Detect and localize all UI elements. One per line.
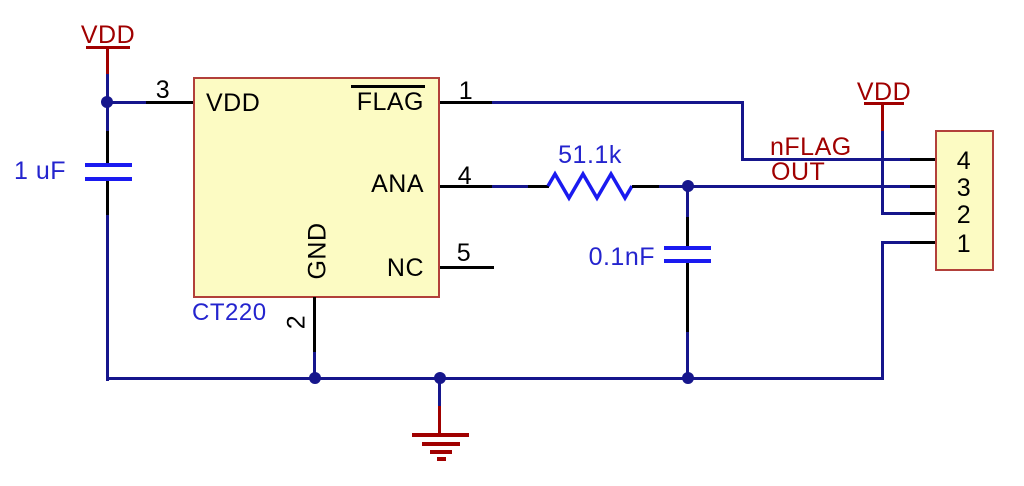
ground-drop-wire	[438, 377, 441, 407]
ic-body	[193, 77, 440, 298]
ic-pin-label-vdd: VDD	[206, 89, 261, 117]
wire-vdd-to-pin2	[881, 212, 912, 215]
wire-out-to-c2	[686, 186, 689, 217]
r1-left-lead	[528, 185, 549, 188]
wire-vddright-down	[881, 131, 884, 215]
net-label-nflag: nFLAG	[770, 133, 852, 161]
resistor-r1	[546, 170, 634, 202]
ic-pin1-number: 1	[458, 77, 474, 105]
ground-symbol-bar-3	[430, 450, 452, 454]
connector-body	[935, 130, 994, 271]
ground-symbol-bar-1	[412, 433, 469, 437]
connector-pin2-number: 2	[956, 201, 972, 229]
connector-pin3-stub	[910, 185, 937, 188]
ic-pin-label-ana: ANA	[371, 170, 424, 198]
wire-flag-horizontal	[492, 101, 744, 104]
c2-bottom-lead	[686, 263, 689, 332]
ic-pin-label-nc: NC	[386, 254, 424, 282]
r1-right-lead	[632, 185, 659, 188]
c1-top-plate	[85, 163, 132, 167]
wire-flag-drop	[741, 101, 744, 161]
vdd-left-symbol-stub	[106, 48, 109, 75]
wire-out-row	[659, 185, 912, 188]
wire-pin1-horizontal	[881, 241, 912, 244]
ic-pin3-stub	[146, 101, 193, 104]
wire-c2-to-rail	[686, 332, 689, 380]
c2-top-lead	[686, 217, 689, 246]
wire-pin1-to-rail	[881, 241, 884, 380]
ground-symbol-stem	[438, 406, 441, 433]
ic-pin5-stub	[440, 266, 494, 269]
ground-rail	[106, 377, 884, 380]
ic-pin4-number: 4	[457, 162, 473, 190]
c2-value-label: 0.1nF	[588, 243, 655, 271]
vdd-left-symbol-bar	[86, 46, 130, 49]
ic-pin5-number: 5	[456, 239, 472, 267]
wire-vdd-to-pin3	[106, 101, 147, 104]
connector-pin3-number: 3	[956, 174, 972, 202]
c1-bottom-plate	[85, 177, 132, 181]
r1-value-label: 51.1k	[558, 141, 622, 169]
c2-top-plate	[664, 246, 711, 250]
ic-pin1-stub	[440, 101, 492, 104]
wire-nflag-row	[741, 158, 912, 161]
vdd-right-label: VDD	[856, 78, 912, 106]
vdd-right-symbol-stub	[881, 104, 884, 131]
wire-ana-to-r1	[492, 185, 529, 188]
ground-symbol-bar-2	[422, 442, 460, 446]
ic-pin-label-gnd: GND	[303, 222, 332, 280]
ic-pin-label-flag: FLAG	[356, 88, 424, 116]
vdd-right-symbol-bar	[864, 102, 904, 105]
c2-bottom-plate	[664, 259, 711, 263]
connector-pin2-stub	[910, 212, 937, 215]
ic-pin4-stub	[440, 185, 492, 188]
c1-bottom-lead	[106, 181, 109, 215]
wire-c1-to-rail	[106, 215, 109, 381]
c1-top-lead	[106, 131, 109, 163]
connector-pin1-number: 1	[956, 230, 972, 258]
ground-symbol-bar-4	[437, 457, 446, 461]
wire-gndpin-to-rail	[313, 352, 316, 380]
vdd-left-label: VDD	[80, 21, 136, 49]
connector-pin4-number: 4	[956, 147, 972, 175]
net-label-out: OUT	[771, 158, 826, 186]
ic-name-label: CT220	[192, 299, 267, 326]
ic-pin2-stub	[313, 297, 316, 352]
connector-pin1-stub	[910, 241, 937, 244]
ic-pin3-number: 3	[155, 76, 171, 104]
connector-pin4-stub	[910, 158, 937, 161]
ic-pin2-number: 2	[282, 314, 311, 330]
flag-overline	[351, 85, 425, 88]
c1-value-label: 1 uF	[13, 157, 66, 185]
